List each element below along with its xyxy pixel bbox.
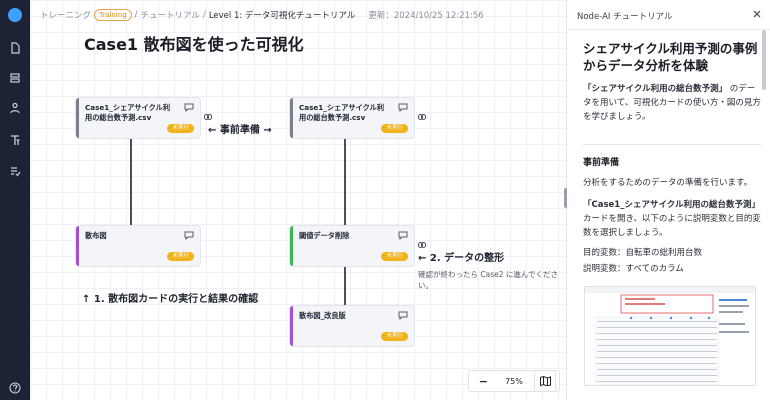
status-badge: 未実行 — [167, 124, 194, 133]
card-title: Case1_シェアサイクル利用の総台数予測.csv — [85, 103, 171, 122]
status-badge: 未実行 — [167, 252, 194, 261]
panel-resize-handle[interactable] — [564, 188, 569, 208]
close-icon[interactable] — [752, 9, 762, 19]
card-rest: カードを開き、以下のように説明変数と目的変数を選択しましょう。 — [583, 214, 761, 238]
comment-icon[interactable] — [184, 103, 194, 112]
status-badge: 未実行 — [381, 332, 408, 341]
map-icon — [539, 376, 551, 386]
card-threshold-delete[interactable]: 閾値データ削除 未実行 — [290, 226, 426, 266]
breadcrumb-separator: / — [134, 10, 138, 20]
help-icon[interactable] — [9, 382, 21, 394]
note-scatter: ↑ 1. 散布図カードの実行と結果の確認 — [82, 294, 259, 305]
intro-rest: のデータを用いて、可視化カードの使い方・図の見方を学びましょう。 — [583, 84, 761, 122]
target-variable: 目的変数：自転車の総利用台数 — [583, 248, 703, 258]
text-icon[interactable] — [9, 134, 21, 146]
training-badge: Training — [94, 9, 132, 21]
section-divider — [583, 144, 761, 145]
app-logo-icon[interactable] — [8, 8, 22, 22]
tutorial-heading: シェアサイクル利用予測の事例からデータ分析を体験 — [583, 41, 758, 73]
card-csv-source-2[interactable]: Case1_シェアサイクル利用の総台数予測.csv 未実行 — [290, 98, 426, 138]
card-title: 散布図 — [85, 231, 107, 240]
panel-title: Node-AI チュートリアル — [577, 12, 673, 22]
connector-line — [344, 138, 346, 230]
comment-icon[interactable] — [398, 311, 408, 320]
panel-body: シェアサイクル利用予測の事例からデータ分析を体験 「シェアサイクル利用の総台数予… — [583, 40, 761, 276]
connector-line — [344, 266, 346, 310]
card-title: Case1_シェアサイクル利用の総台数予測.csv — [299, 103, 385, 122]
database-icon[interactable] — [9, 72, 21, 84]
workflow-canvas[interactable]: トレーニング Training / チュートリアル / Level 1: データ… — [30, 0, 566, 400]
breadcrumb-separator: / — [202, 10, 206, 20]
note-shape: ← 2. データの整形 — [418, 253, 505, 264]
card-title: 散布図_改良版 — [299, 311, 346, 320]
comment-icon[interactable] — [398, 103, 408, 112]
card-scatter[interactable]: 散布図 未実行 — [76, 226, 200, 266]
note-prep: ← 事前準備 → — [208, 125, 272, 136]
tutorial-screenshot — [584, 286, 756, 386]
updated-timestamp: 更新：2024/10/25 12:21:56 — [368, 11, 484, 21]
canvas-title: Case1 散布図を使った可視化 — [84, 35, 304, 54]
feature-variables: 説明変数：すべてのカラム — [583, 264, 684, 274]
list-check-icon[interactable] — [9, 165, 21, 177]
intro-bold: 「シェアサイクル利用の総台数予測」 — [583, 84, 728, 94]
document-icon[interactable] — [9, 42, 21, 54]
section-text: 分析をするためのデータの準備を行います。 — [583, 178, 753, 188]
breadcrumb-tutorial[interactable]: チュートリアル — [140, 11, 200, 21]
minimap-button[interactable] — [534, 370, 556, 392]
zoom-out-button[interactable]: − — [478, 374, 488, 388]
comment-icon[interactable] — [398, 231, 408, 240]
users-icon[interactable] — [9, 102, 21, 114]
note-shape-sub: 確認が終わったら Case2 に進んでください。 — [418, 270, 559, 290]
link-icon[interactable] — [418, 242, 426, 248]
panel-header: Node-AI チュートリアル — [567, 0, 770, 30]
section-title: 事前準備 — [583, 158, 620, 168]
status-badge: 未実行 — [381, 124, 408, 133]
link-icon[interactable] — [418, 114, 426, 120]
zoom-level: 75% — [505, 376, 523, 386]
screenshot-image — [585, 287, 755, 385]
card-csv-source-1[interactable]: Case1_シェアサイクル利用の総台数予測.csv 未実行 — [76, 98, 212, 138]
card-bold: 「Case1_シェアサイクル利用の総台数予測」 — [583, 200, 761, 210]
breadcrumb-current: Level 1: データ可視化チュートリアル — [208, 11, 356, 21]
card-scatter-improved[interactable]: 散布図_改良版 未実行 — [290, 306, 414, 346]
link-icon[interactable] — [204, 114, 212, 120]
breadcrumb-training[interactable]: トレーニング — [40, 11, 92, 21]
connector-line — [130, 138, 132, 230]
status-badge: 未実行 — [381, 252, 408, 261]
tutorial-intro: 「シェアサイクル利用の総台数予測」 のデータを用いて、可視化カードの使い方・図の… — [583, 82, 761, 124]
panel-scrollbar[interactable] — [762, 30, 766, 90]
card-instruction: 「Case1_シェアサイクル利用の総台数予測」 カードを開き、以下のように説明変… — [583, 198, 761, 240]
card-title: 閾値データ削除 — [299, 231, 350, 240]
app-sidebar — [0, 0, 30, 400]
breadcrumb: トレーニング Training / チュートリアル / Level 1: データ… — [40, 9, 484, 21]
comment-icon[interactable] — [184, 231, 194, 240]
